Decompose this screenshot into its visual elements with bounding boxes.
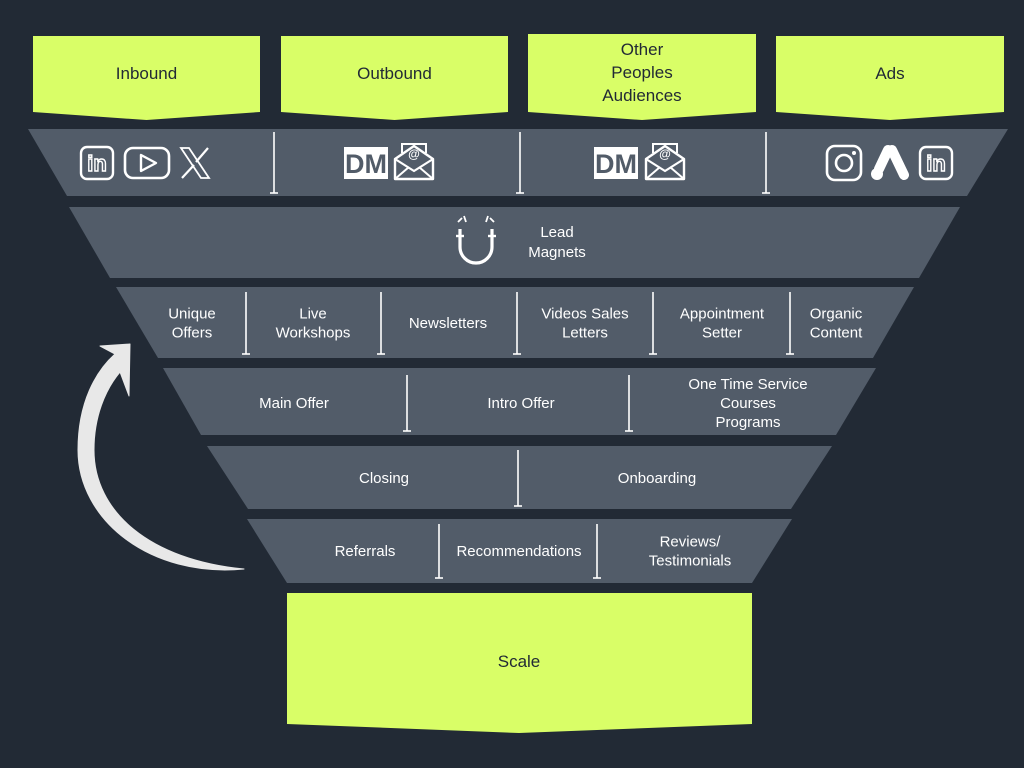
- channel-box-3: [528, 34, 756, 120]
- icon-band: in DM @ DM @ in: [28, 129, 1008, 196]
- channel-box-2: [281, 36, 508, 120]
- linkedin-icon: in: [79, 145, 115, 181]
- offer-label-1: Main Offer: [259, 395, 329, 412]
- dm-icon: DM: [594, 147, 638, 179]
- lead-band-shape: [69, 207, 960, 278]
- icon-band-shape: [28, 129, 1008, 196]
- curved-arrow-icon: [77, 343, 245, 571]
- scale-shape: [287, 593, 752, 733]
- linkedin-icon: in: [918, 145, 954, 181]
- offers-band-shape: [163, 368, 876, 435]
- retention-band: Referrals Recommendations Reviews/Testimon…: [247, 519, 792, 583]
- svg-text:@: @: [408, 147, 420, 161]
- channel-label-2: Outbound: [357, 64, 432, 83]
- scale-label: Scale: [498, 652, 541, 671]
- sales-band: Closing Onboarding: [207, 446, 832, 509]
- instagram-icon: [825, 144, 863, 182]
- offer-label-2: Intro Offer: [487, 395, 554, 412]
- email-icon: @: [644, 143, 686, 181]
- google-ads-icon: [871, 145, 909, 180]
- content-label-3: Newsletters: [409, 315, 487, 332]
- retention-label-1: Referrals: [335, 543, 396, 560]
- dm-icon: DM: [344, 147, 388, 179]
- svg-text:in: in: [87, 151, 107, 176]
- channel-box-4: [776, 36, 1004, 120]
- loop-arrow: [77, 343, 245, 571]
- retention-label-3: Reviews/Testimonials: [649, 534, 732, 570]
- svg-text:in: in: [926, 151, 946, 176]
- sales-label-1: Closing: [359, 470, 409, 487]
- scale-block: Scale: [287, 593, 752, 733]
- retention-label-2: Recommendations: [456, 543, 581, 560]
- svg-text:DM: DM: [595, 149, 637, 179]
- youtube-icon: [123, 146, 171, 180]
- email-icon: @: [393, 143, 435, 181]
- magnet-icon: [456, 215, 496, 265]
- retention-band-shape: [247, 519, 792, 583]
- channel-label-1: Inbound: [116, 64, 177, 83]
- sales-band-shape: [207, 446, 832, 509]
- channel-label-4: Ads: [875, 64, 904, 83]
- sales-label-2: Onboarding: [618, 470, 696, 487]
- x-icon: [179, 147, 211, 179]
- svg-text:DM: DM: [345, 149, 387, 179]
- channel-box-1: [33, 36, 260, 120]
- svg-text:@: @: [659, 147, 671, 161]
- content-band-shape: [116, 287, 914, 358]
